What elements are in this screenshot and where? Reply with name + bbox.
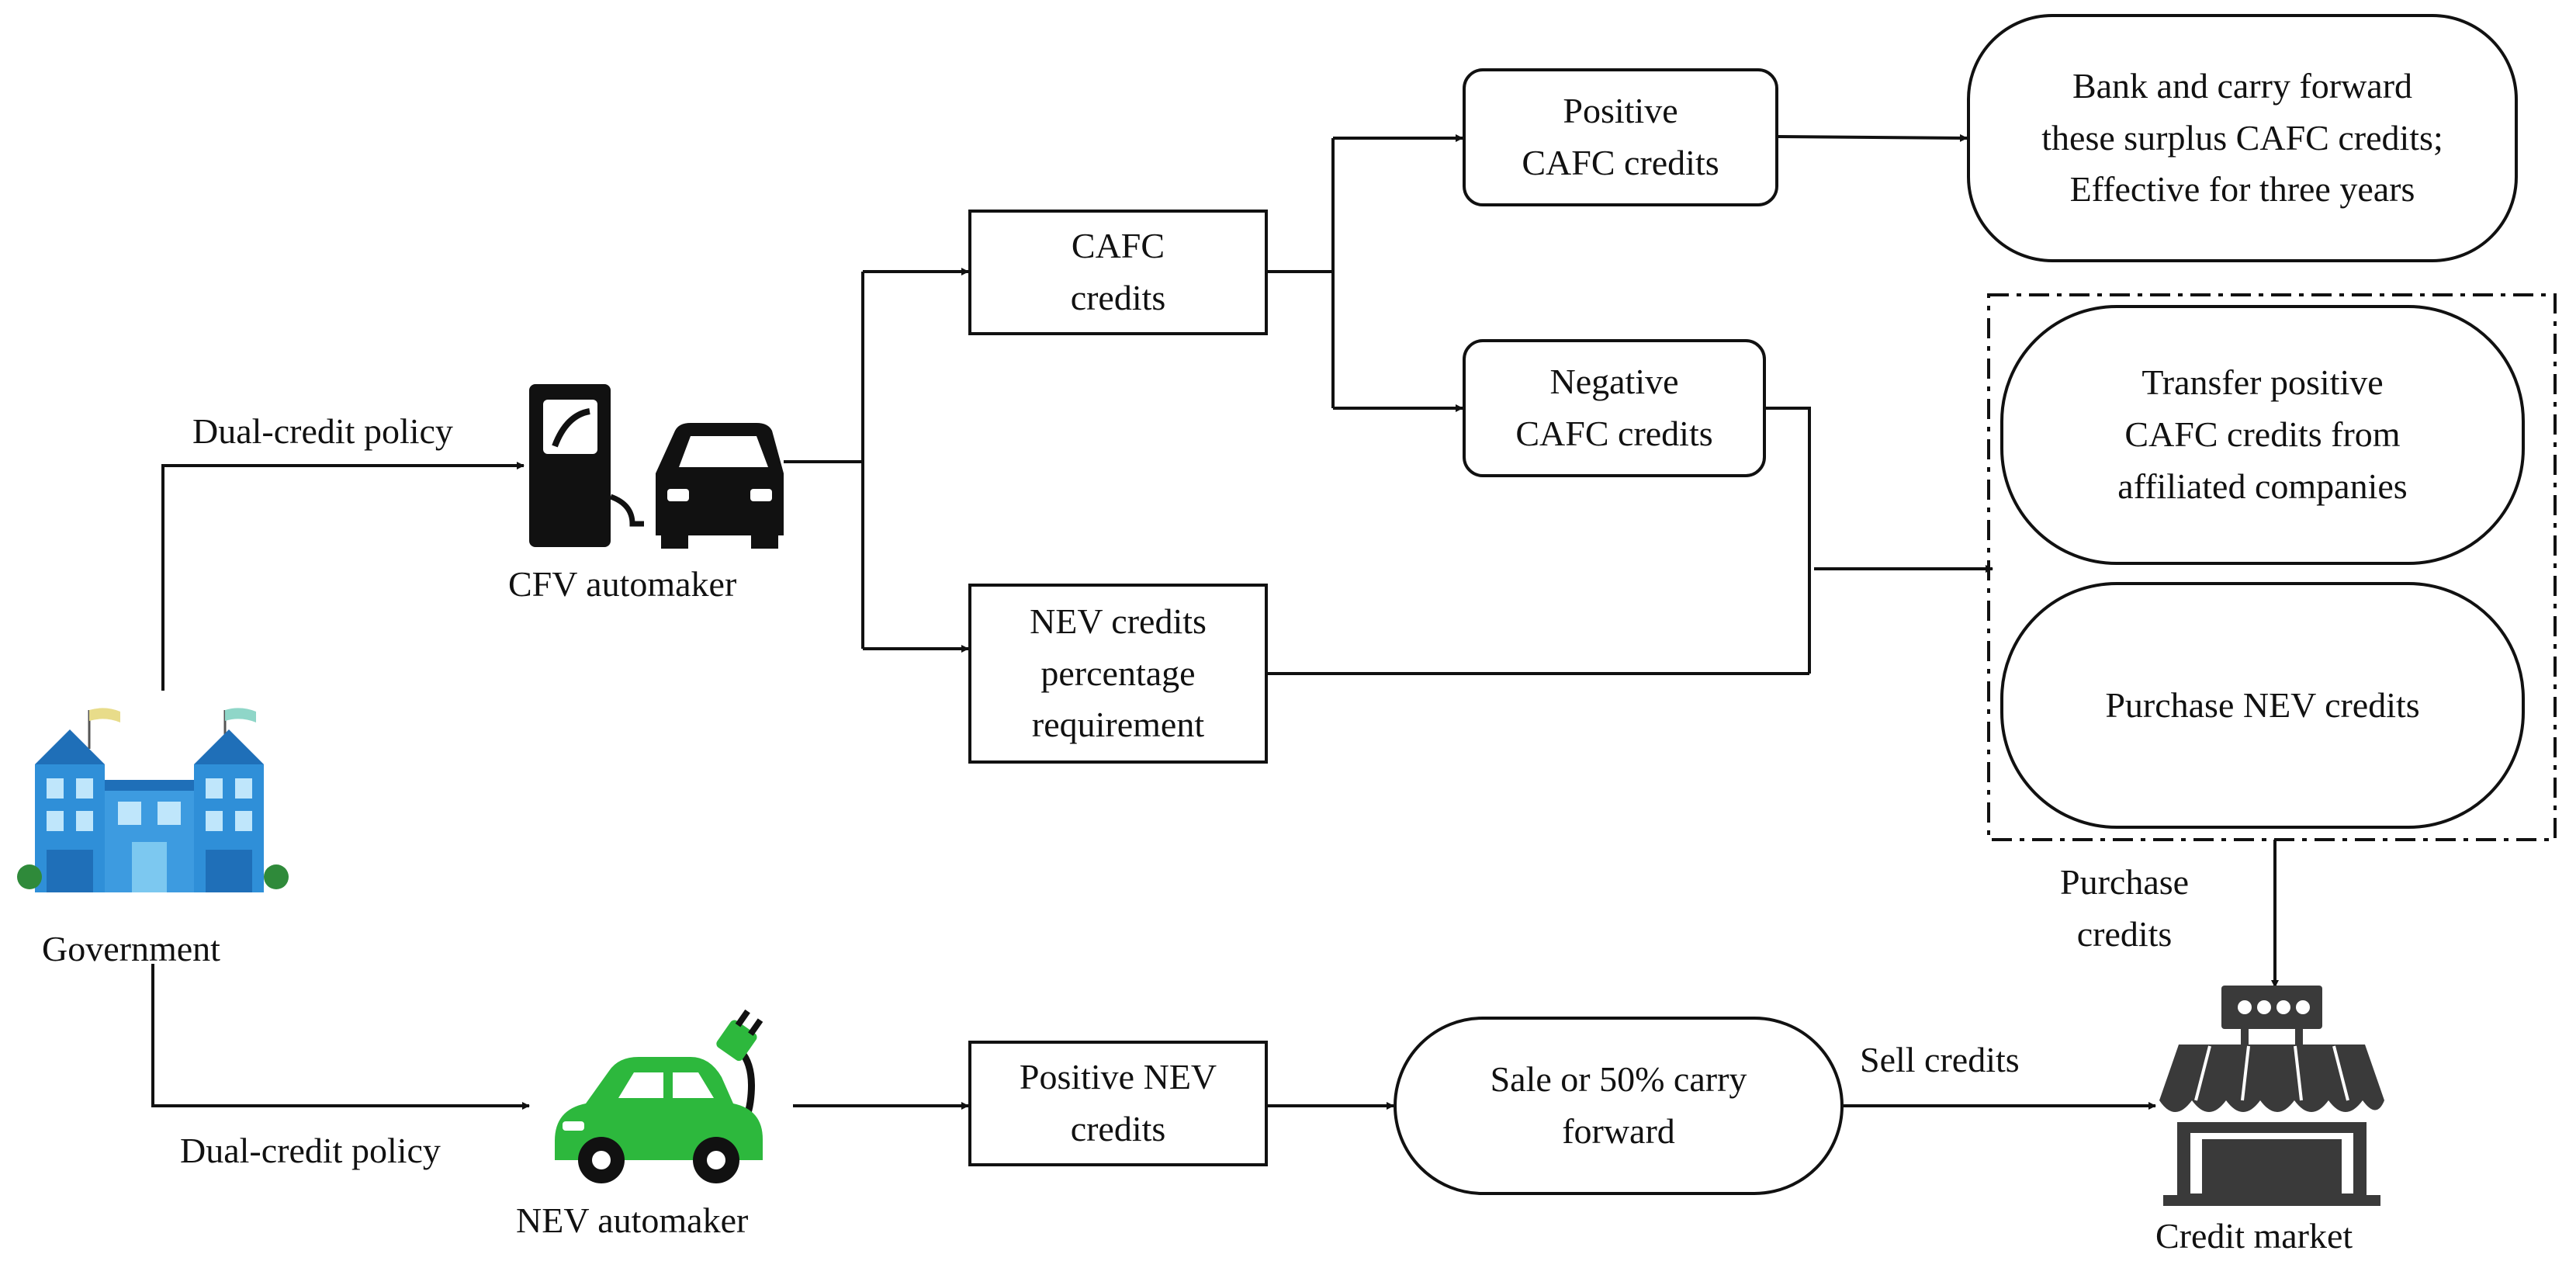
arrow-gov-to-nev [151, 964, 530, 1110]
government-building-icon [17, 708, 289, 892]
transfer-positive-box: Transfer positive CAFC credits from affi… [2000, 305, 2525, 565]
negative-cafc-box: Negative CAFC credits [1463, 339, 1766, 477]
line-negative-out [1766, 407, 1811, 674]
electric-car-plug-icon [555, 1009, 763, 1183]
purchase-credits-label: Purchase credits [2060, 862, 2190, 954]
options-group-frame [1987, 293, 2557, 841]
dual-credit-policy-label-bottom: Dual-credit policy [180, 1131, 441, 1170]
arrow-positive-to-bank [1778, 133, 1968, 142]
purchase-nev-box: Purchase NEV credits [2000, 582, 2525, 829]
government-label: Government [42, 929, 220, 968]
cafc-credits-box: CAFC credits [968, 210, 1268, 335]
cfv-automaker-label: CFV automaker [508, 564, 737, 604]
purchase-nev-text: Purchase NEV credits [2105, 684, 2420, 725]
nev-automaker-label: NEV automaker [516, 1200, 749, 1240]
nev-requirement-text: NEV credits percentage requirement [1030, 601, 1207, 745]
storefront-icon [2159, 986, 2384, 1206]
arrow-gov-to-cfv [161, 462, 525, 691]
negative-cafc-text: Negative CAFC credits [1515, 362, 1713, 453]
transfer-positive-text: Transfer positive CAFC credits from affi… [2117, 362, 2408, 506]
bank-carry-forward-text: Bank and carry forward these surplus CAF… [2041, 65, 2443, 210]
positive-nev-box: Positive NEV credits [968, 1041, 1268, 1166]
dual-credit-policy-label-top: Dual-credit policy [192, 411, 453, 451]
sell-credits-label: Sell credits [1860, 1040, 2020, 1079]
nev-requirement-box: NEV credits percentage requirement [968, 584, 1268, 764]
sale-carry-forward-box: Sale or 50% carry forward [1394, 1017, 1844, 1195]
credit-market-label: Credit market [2155, 1216, 2353, 1256]
positive-cafc-text: Positive CAFC credits [1522, 91, 1719, 182]
positive-nev-text: Positive NEV credits [1019, 1057, 1217, 1148]
cafc-credits-text: CAFC credits [1070, 226, 1166, 317]
sale-carry-forward-text: Sale or 50% carry forward [1490, 1059, 1747, 1151]
fuel-pump-car-icon [529, 384, 784, 549]
positive-cafc-box: Positive CAFC credits [1463, 68, 1778, 206]
bank-carry-forward-box: Bank and carry forward these surplus CAF… [1967, 14, 2518, 262]
